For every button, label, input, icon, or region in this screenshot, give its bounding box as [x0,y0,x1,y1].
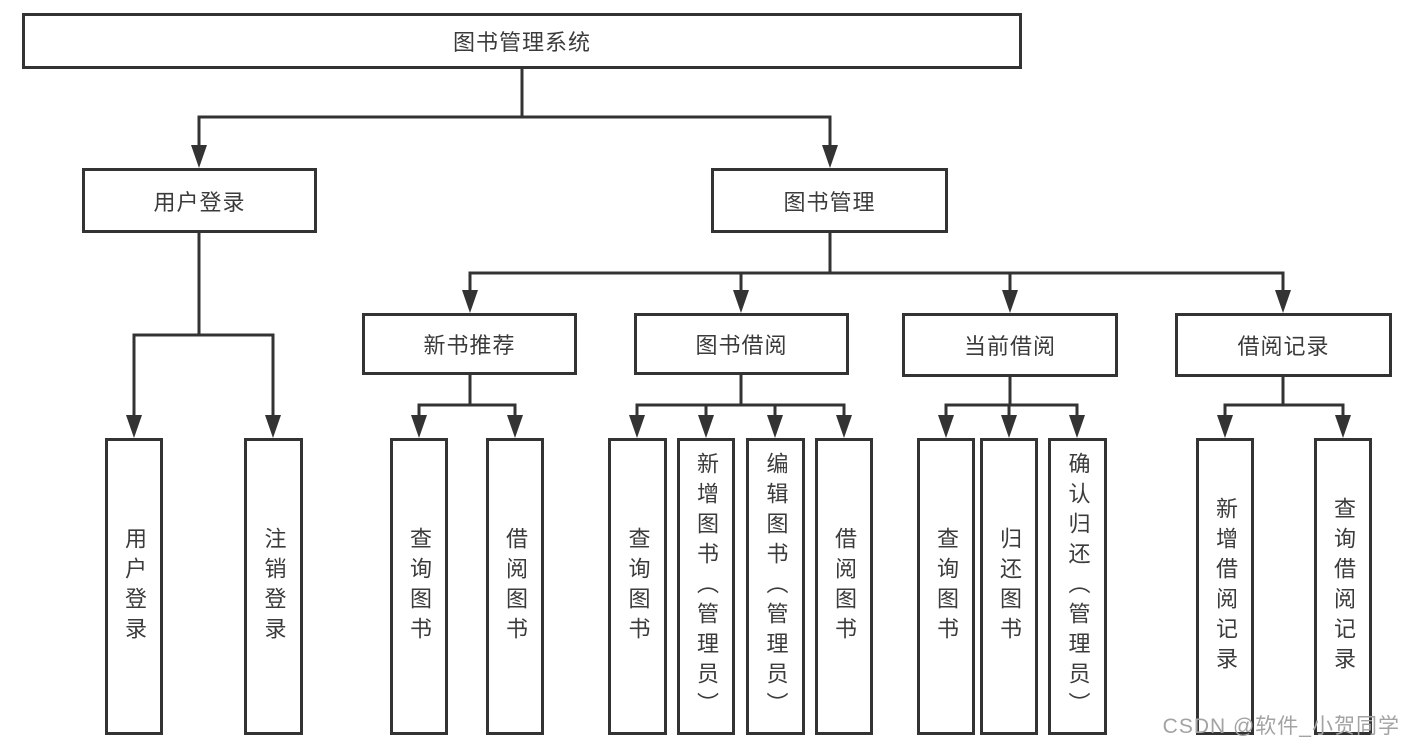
leaf-user-login: 用户登录 [105,438,163,735]
node-label: 用户登录 [153,189,246,215]
arrowhead [126,415,142,438]
leaf-label: 用户登录 [122,526,147,647]
leaf-label: 借阅图书 [503,526,528,647]
leaf-label: 编辑图书（管理员） [763,451,789,722]
leaf-borrow-book: 借阅图书 [815,438,873,735]
node-label: 当前借阅 [963,334,1056,359]
leaf-label: 新增图书（管理员） [694,451,719,722]
node-user-login: 用户登录 [82,168,317,233]
arrowhead [1217,415,1233,438]
arrowhead [411,415,427,438]
leaf-label: 归还图书 [997,526,1022,647]
arrowhead [265,415,281,438]
connector-root-branch [197,69,832,146]
leaf-add-book-admin: 新增图书（管理员） [677,438,735,735]
arrowhead [1069,415,1085,438]
arrowhead [938,415,954,438]
connector-newbook-branch [417,375,517,419]
connector-bookmgmt-branch [468,233,1285,292]
arrowhead [462,290,478,313]
node-label: 图书管理 [783,189,876,215]
arrowhead [733,290,749,313]
arrowhead [767,415,783,438]
leaf-borrow-book-recommend: 借阅图书 [486,438,544,735]
leaf-logout: 注销登录 [244,438,303,735]
node-current-borrowing: 当前借阅 [902,313,1118,377]
leaf-label: 查询借阅记录 [1331,496,1356,677]
leaf-return-book: 归还图书 [980,438,1038,735]
leaf-query-book-borrow: 查询图书 [608,438,667,735]
node-label: 图书管理系统 [452,30,591,55]
leaf-query-borrow-record: 查询借阅记录 [1314,438,1372,735]
node-new-book-recommendation: 新书推荐 [362,313,577,375]
node-library-management-system: 图书管理系统 [22,13,1022,69]
arrowhead [191,145,207,168]
leaf-label: 注销登录 [261,526,287,647]
arrowhead [822,145,838,168]
leaf-query-book-current: 查询图书 [917,438,975,735]
leaf-label: 借阅图书 [832,526,857,647]
arrowhead [1275,290,1291,313]
leaf-label: 确认归还（管理员） [1065,451,1091,722]
leaf-label: 查询图书 [934,526,959,647]
arrowhead [836,415,852,438]
leaf-label: 查询图书 [625,526,651,647]
leaf-query-book-recommend: 查询图书 [390,438,448,735]
connector-bookborrow-branch [635,375,846,419]
csdn-watermark: CSDN @软件_小贺同学 [1162,715,1400,738]
arrowhead [507,415,523,438]
leaf-label: 查询图书 [407,526,432,647]
arrowhead [1335,415,1351,438]
arrowhead [1002,290,1018,313]
arrowhead [629,415,645,438]
leaf-label: 新增借阅记录 [1213,496,1238,677]
node-label: 图书借阅 [695,333,788,358]
connector-borrowrecord-branch [1223,377,1345,419]
leaf-edit-book-admin: 编辑图书（管理员） [746,438,805,735]
node-book-borrowing: 图书借阅 [634,313,849,375]
connector-userlogin-branch [132,233,275,419]
arrowhead [1001,415,1017,438]
leaf-confirm-return-admin: 确认归还（管理员） [1048,438,1107,735]
node-book-management: 图书管理 [711,168,948,233]
node-borrowing-records: 借阅记录 [1175,313,1392,377]
leaf-add-borrow-record: 新增借阅记录 [1196,438,1254,735]
node-label: 借阅记录 [1237,334,1330,359]
node-label: 新书推荐 [423,333,516,358]
connector-currentborrow-branch [944,377,1079,419]
arrowhead [698,415,714,438]
